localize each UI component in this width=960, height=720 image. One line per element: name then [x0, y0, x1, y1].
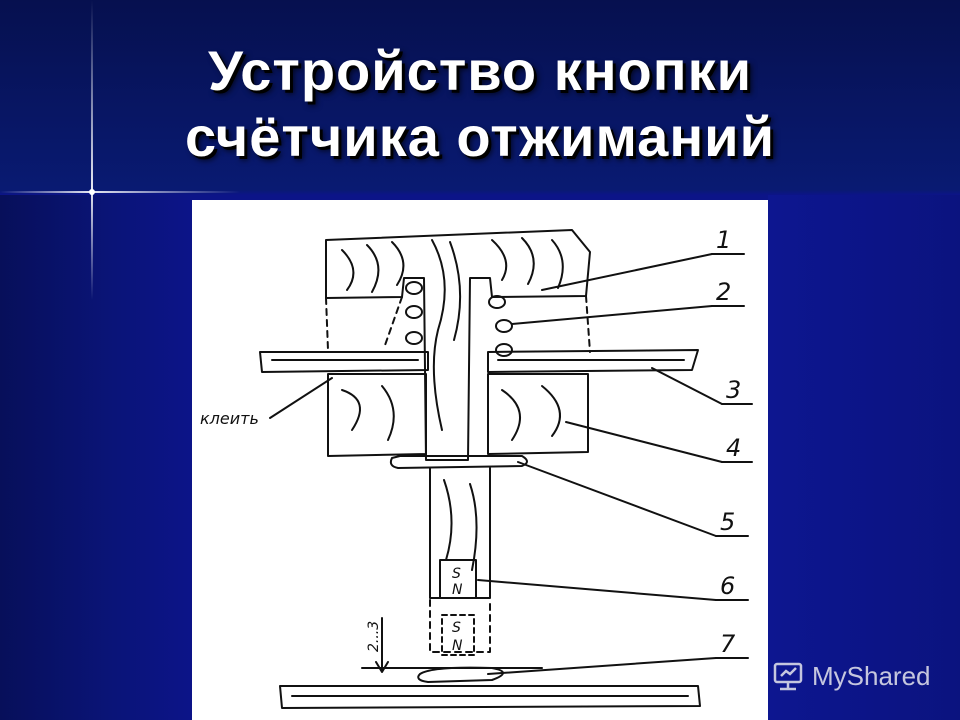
label-2: 2 — [716, 278, 731, 306]
magnet-pole-s: S — [452, 566, 461, 582]
label-glue: клеить — [200, 409, 259, 428]
magnet-pole-n: N — [452, 582, 463, 598]
label-1: 1 — [716, 226, 731, 254]
slide-left-band — [0, 195, 190, 720]
button-device-drawing: 1 2 3 4 5 6 7 клеить 2...3 S N S N — [192, 200, 768, 720]
diagram-svg: 1 2 3 4 5 6 7 клеить 2...3 S N S N — [200, 226, 753, 709]
label-gap: 2...3 — [366, 621, 382, 652]
title-line-2: счётчика отжиманий — [184, 105, 775, 168]
magnet2-pole-s: S — [452, 620, 461, 636]
slide-title: Устройство кнопки счётчика отжиманий — [0, 38, 960, 170]
watermark: MyShared — [770, 656, 931, 696]
board — [259, 351, 429, 373]
magnet2-pole-n: N — [452, 638, 463, 654]
presentation-icon — [773, 662, 803, 691]
watermark-text: MyShared — [812, 660, 931, 691]
washer — [389, 455, 528, 469]
slide-right-band — [768, 195, 960, 720]
label-6: 6 — [720, 572, 735, 600]
button-cap — [325, 229, 591, 461]
title-line-1: Устройство кнопки — [207, 39, 753, 102]
label-7: 7 — [720, 630, 736, 658]
base-block — [327, 373, 427, 457]
label-5: 5 — [720, 508, 735, 536]
label-4: 4 — [726, 434, 741, 462]
label-3: 3 — [726, 376, 741, 404]
magnet — [439, 559, 477, 599]
